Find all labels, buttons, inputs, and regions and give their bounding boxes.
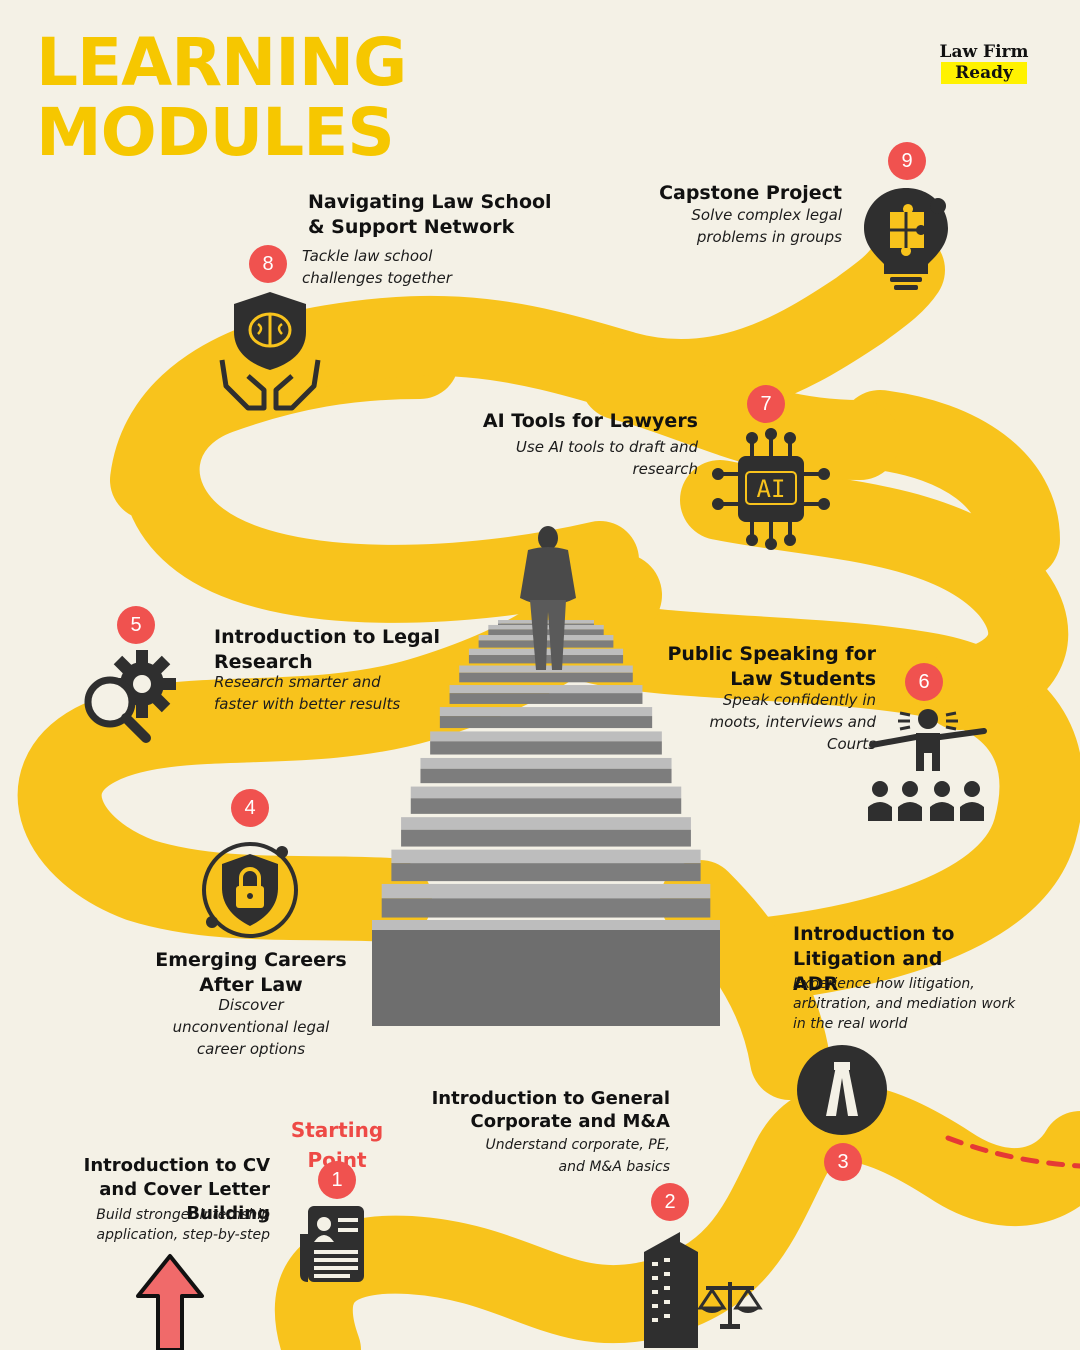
module-9-number: 9 [888, 142, 926, 180]
shield-lock-icon [202, 842, 298, 938]
module-4-number: 4 [231, 789, 269, 827]
module-2-title: Introduction to General Corporate and M&… [431, 1088, 670, 1132]
module-8-number: 8 [249, 245, 287, 283]
audience-speaker-icon [868, 709, 987, 821]
module-6-title: Public Speaking for Law Students [667, 643, 876, 690]
module-3-title: Introduction to Litigation and ADR [793, 923, 955, 995]
module-5-desc: Research smarter and faster with better … [214, 673, 401, 713]
module-4-desc: Discover unconventional legal career opt… [172, 996, 330, 1058]
module-6-desc: Speak confidently in moots, interviews a… [709, 691, 877, 753]
module-2-desc: Understand corporate, PE, and M&A basics [485, 1137, 671, 1175]
up-arrow-icon [136, 1254, 204, 1350]
module-3-desc: Experience how litigation, arbitration, … [793, 976, 1016, 1032]
brand-line-2: Ready [941, 62, 1027, 84]
module-7-number: 7 [747, 385, 785, 423]
module-5-number: 5 [117, 606, 155, 644]
title-line-2: MODULES [36, 94, 395, 171]
search-gear-icon [84, 650, 176, 743]
module-4-title: Emerging Careers After Law [155, 949, 347, 996]
climbing-person [520, 526, 576, 670]
page-title: LEARNING MODULES [36, 28, 407, 171]
module-1-title: Introduction to CV and Cover Letter Buil… [83, 1155, 270, 1224]
module-1-number: 1 [318, 1161, 356, 1199]
module-8-desc: Tackle law school challenges together [302, 247, 452, 287]
module-2-number: 2 [651, 1183, 689, 1221]
building-scales-icon [644, 1232, 763, 1348]
ai-chip-label: AI [757, 475, 786, 503]
dashed-trail [945, 1135, 1080, 1169]
brain-hands-icon [219, 292, 321, 411]
lawyer-band-icon [797, 1045, 887, 1135]
module-1-desc: Build stronger internship application, s… [96, 1207, 270, 1243]
module-9-title: Capstone Project [659, 182, 842, 204]
module-8-title: Navigating Law School & Support Network [308, 191, 552, 238]
module-6-number: 6 [905, 663, 943, 701]
title-line-1: LEARNING [36, 24, 407, 101]
staircase-image [372, 526, 720, 1026]
module-3-number: 3 [824, 1143, 862, 1181]
resume-icon [300, 1206, 364, 1282]
module-5-title: Introduction to Legal Research [214, 626, 440, 673]
ai-chip-icon: AI [712, 428, 830, 550]
module-7-title: AI Tools for Lawyers [482, 410, 698, 432]
lightbulb-puzzle-icon [864, 188, 948, 290]
brand-line-1: Law Firm [939, 42, 1029, 62]
module-7-desc: Use AI tools to draft and research [515, 438, 698, 478]
module-9-desc: Solve complex legal problems in groups [691, 206, 842, 246]
brand-logo: Law Firm Ready [938, 42, 1030, 84]
